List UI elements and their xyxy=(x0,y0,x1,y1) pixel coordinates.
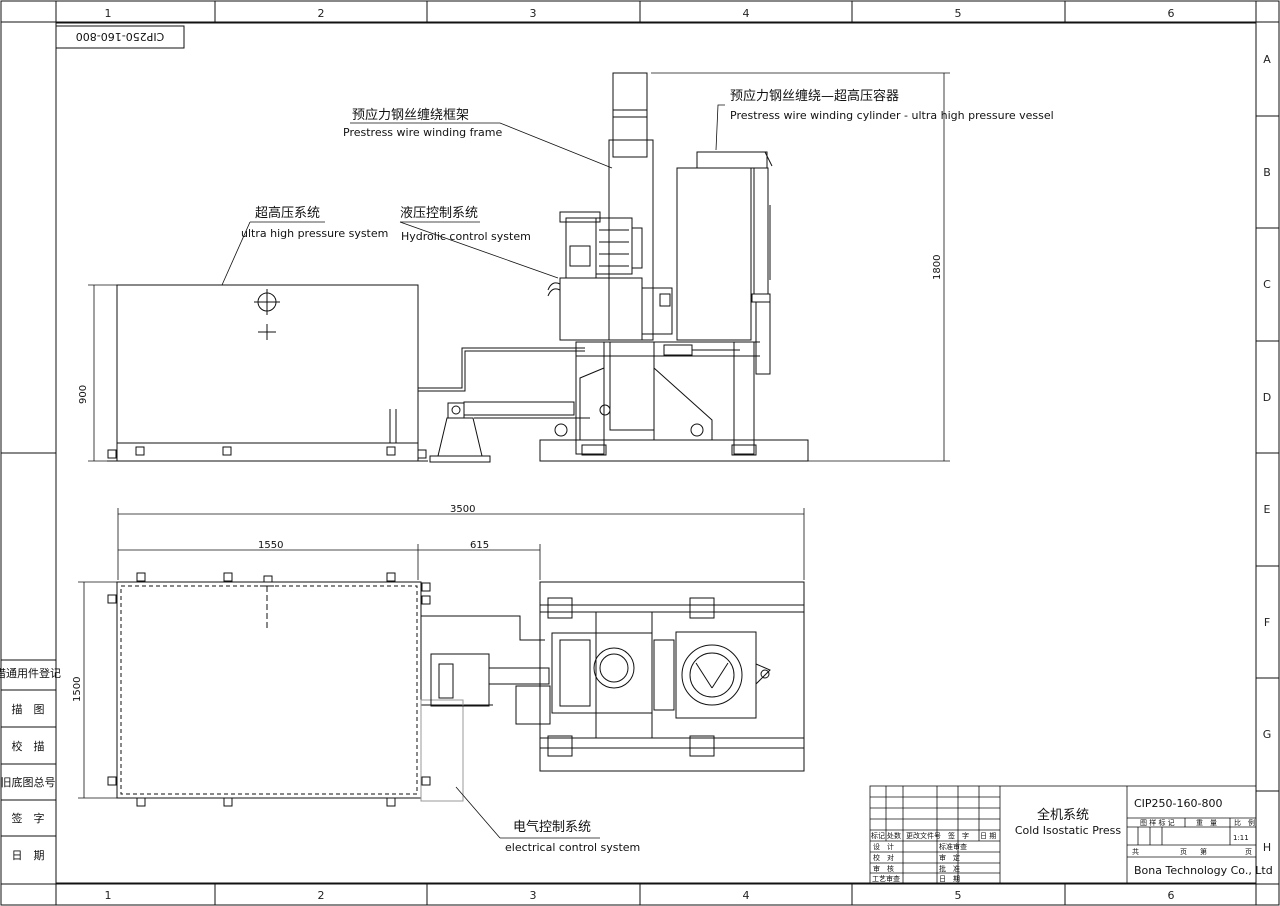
hdr-weight: 重 量 xyxy=(1196,819,1217,827)
drawing-number-box: CIP250-160-800 xyxy=(55,25,185,49)
role-std: 标准审查 xyxy=(939,842,967,851)
row-label: A xyxy=(1263,53,1271,66)
col-label: 6 xyxy=(1168,889,1175,902)
role-process: 工艺审查 xyxy=(872,874,900,883)
row-label: E xyxy=(1264,503,1271,516)
title-block xyxy=(869,785,1257,884)
row-dividers xyxy=(1,115,1279,792)
rev-date-label: 日 期 xyxy=(980,832,996,840)
dimension-gap: 615 xyxy=(470,540,489,551)
top-dimensions xyxy=(78,508,805,799)
callout-hyd-zh: 液压控制系统 xyxy=(400,206,478,221)
total-label: 共 xyxy=(1132,847,1139,856)
role-design: 设 计 xyxy=(873,842,894,851)
dimension-box-width: 1550 xyxy=(258,540,283,551)
row-label: F xyxy=(1264,616,1270,629)
col-label: 3 xyxy=(530,7,537,20)
side-register-labels: 借通用件登记 描 图 校 描 旧底图总号 签 字 日 期 xyxy=(0,666,61,862)
grid-row-labels: A B C D E F G H xyxy=(1263,53,1272,854)
callout-elec-en: electrical control system xyxy=(505,841,640,854)
title-company: Bona Technology Co., Ltd xyxy=(1134,864,1273,877)
drawing-number-mirrored: CIP250-160-800 xyxy=(76,30,164,43)
cabinet-mounts xyxy=(107,572,431,807)
machine-base-plan xyxy=(539,581,805,772)
winding-frame-column xyxy=(612,72,648,158)
row-label: G xyxy=(1263,728,1272,741)
hydraulic-unit xyxy=(559,277,643,341)
col-label: 2 xyxy=(318,889,325,902)
side-label: 日 期 xyxy=(12,849,45,862)
rev-doc-label: 更改文件号 xyxy=(906,831,941,840)
top-view xyxy=(107,572,805,807)
col-label: 5 xyxy=(955,889,962,902)
row-label: H xyxy=(1263,841,1271,854)
callout-elec-zh: 电气控制系统 xyxy=(513,819,591,835)
role-date: 日 期 xyxy=(939,875,960,883)
col-label: 6 xyxy=(1168,7,1175,20)
title-block-labels: 标记 处数 更改文件号 签 字 日 期 设 计 校 对 审 核 工艺审查 标准审… xyxy=(871,797,1273,883)
col-label: 2 xyxy=(318,7,325,20)
callout-vessel-zh: 预应力钢丝缠绕—超高压容器 xyxy=(730,88,899,104)
side-label: 旧底图总号 xyxy=(1,775,56,789)
callout-uhp-zh: 超高压系统 xyxy=(255,205,320,221)
col-label: 1 xyxy=(105,7,112,20)
col-label: 3 xyxy=(530,889,537,902)
dimension-box-height: 900 xyxy=(78,385,89,404)
callout-uhp-en: ultra high pressure system xyxy=(241,227,388,240)
front-view xyxy=(107,72,809,463)
title-scale: 1:11 xyxy=(1233,834,1249,842)
revision-grid xyxy=(870,786,1000,883)
dimension-depth: 1500 xyxy=(72,677,83,702)
title-name-zh: 全机系统 xyxy=(1037,807,1089,823)
role-check: 校 对 xyxy=(873,853,894,862)
callout-vessel-en: Prestress wire winding cylinder - ultra … xyxy=(730,109,1054,122)
inner-frame xyxy=(55,22,1257,884)
uhp-vessel xyxy=(676,167,752,341)
side-label: 借通用件登记 xyxy=(0,666,61,680)
page2-label: 页 xyxy=(1245,848,1252,856)
role-review: 审 核 xyxy=(873,864,894,873)
electrical-cabinet xyxy=(116,581,422,799)
col-label: 5 xyxy=(955,7,962,20)
side-label: 校 描 xyxy=(12,739,45,753)
side-label: 描 图 xyxy=(12,702,45,716)
role-audit: 审 定 xyxy=(939,853,960,862)
col-label: 1 xyxy=(105,889,112,902)
sheet-label: 页 xyxy=(1180,848,1187,856)
col-label: 4 xyxy=(743,889,750,902)
hdr-ratio: 比 例 xyxy=(1234,818,1255,827)
rev-sign-label: 签 字 xyxy=(948,831,969,840)
hdr-stage: 图 样 标 记 xyxy=(1140,818,1175,827)
leader-lines xyxy=(221,104,725,839)
row-label: B xyxy=(1263,166,1271,179)
side-label: 签 字 xyxy=(12,811,45,825)
page-label: 第 xyxy=(1200,847,1207,856)
grid-column-labels-bottom: 1 2 3 4 5 6 xyxy=(105,889,1175,902)
title-code: CIP250-160-800 xyxy=(1134,797,1222,810)
rev-mark-label: 标记 xyxy=(871,831,885,840)
row-label: C xyxy=(1263,278,1271,291)
rev-count-label: 处数 xyxy=(887,831,901,840)
side-register-table xyxy=(0,659,57,885)
column-dividers xyxy=(214,1,1066,905)
col-label: 4 xyxy=(743,7,750,20)
dimension-total-height: 1800 xyxy=(932,255,943,280)
title-name-en: Cold Isostatic Press xyxy=(1015,824,1122,837)
callout-frame-en: Prestress wire winding frame xyxy=(343,126,503,139)
front-dimensions xyxy=(88,72,950,462)
row-label: D xyxy=(1263,391,1271,404)
callout-hyd-en: Hydrolic control system xyxy=(401,230,531,243)
role-approve: 批 准 xyxy=(939,864,960,873)
grid-column-labels-top: 1 2 3 4 5 6 xyxy=(105,7,1175,20)
dimension-total-width: 3500 xyxy=(450,504,475,515)
callout-frame-zh: 预应力钢丝缠绕框架 xyxy=(352,107,469,123)
